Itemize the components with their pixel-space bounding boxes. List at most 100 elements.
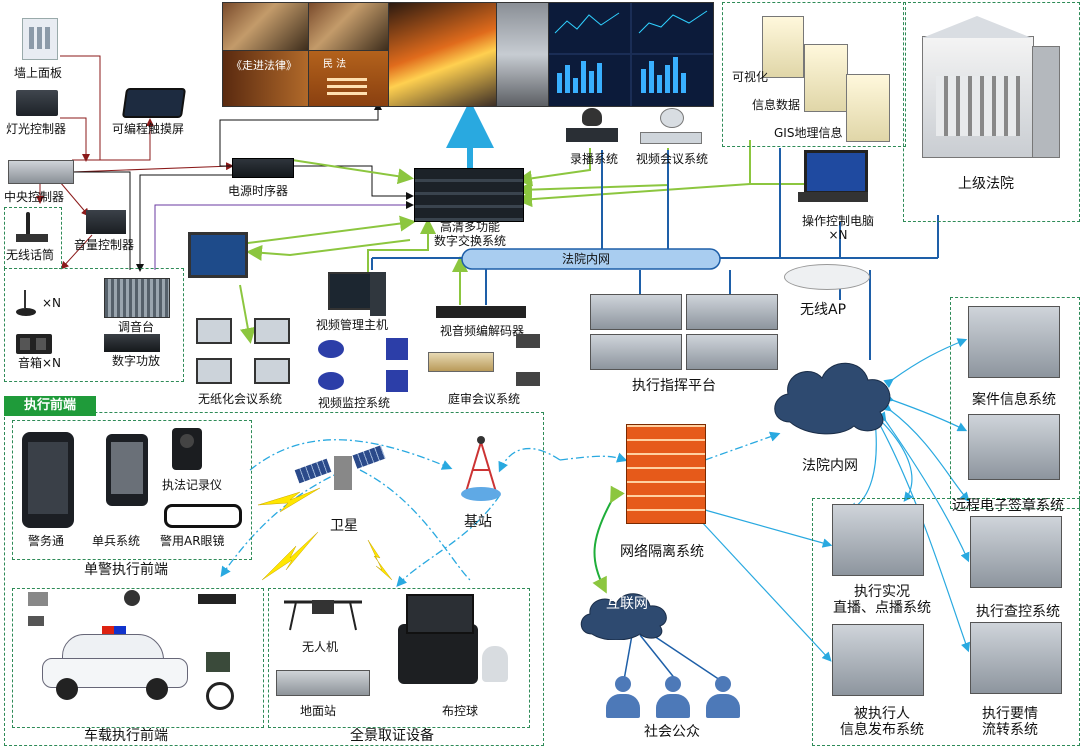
e-signature-label: 远程电子签章系统 (952, 498, 1064, 514)
audio-box (4, 268, 184, 382)
speaker-icon (16, 334, 52, 354)
single-police-box (12, 420, 252, 560)
live-server-icon (832, 504, 924, 576)
wireless-ap-label: 无线AP (800, 302, 847, 318)
matrix-switcher-icon (414, 168, 524, 222)
wall-panel-icon (22, 18, 58, 60)
recording-label: 录播系统 (570, 152, 619, 166)
visualization-label: 可视化 (732, 70, 769, 84)
video-mgmt-host-label: 视频管理主机 (316, 318, 389, 332)
data-sources-box (722, 2, 906, 147)
central-controller-icon (8, 160, 74, 184)
laptop-icon-4 (254, 358, 290, 384)
workflow-server-icon (970, 622, 1062, 694)
dome-camera-icon-1 (318, 340, 344, 358)
power-sequencer-label: 电源时序器 (228, 184, 289, 198)
firewall-label: 网络隔离系统 (620, 544, 704, 560)
inquiry-label: 执行查控系统 (976, 604, 1060, 620)
video-screen-fire (388, 2, 498, 107)
vehicle-accessory-icon-1 (28, 592, 48, 606)
wireless-links (220, 431, 781, 587)
touch-screen-icon (121, 88, 187, 118)
case-info-label: 案件信息系统 (972, 392, 1056, 408)
network-drops (371, 148, 939, 360)
public-label: 社会公众 (644, 724, 700, 740)
case-info-server-icon (968, 306, 1060, 378)
light-controller-label: 灯光控制器 (6, 122, 67, 136)
matrix-label: 高清多功能 数字交换系统 (433, 220, 506, 248)
video-screen-civil: 民 法 (308, 50, 390, 107)
gooseneck-mic-icon (16, 290, 36, 316)
info-data-label: 信息数据 (752, 98, 801, 112)
ar-glasses-label: 警用AR眼镜 (160, 534, 225, 548)
command-platform-label: 执行指挥平台 (632, 378, 716, 394)
front-end-tag: 执行前端 (4, 396, 96, 416)
ptz-camera-icon-1 (386, 338, 408, 360)
police-car-icon (42, 626, 188, 700)
debtor-info-label: 被执行人 信息发布系统 (840, 706, 924, 738)
operator-pc-label: 操作控制电脑 ×N (801, 214, 874, 242)
workflow-label: 执行要情 流转系统 (982, 706, 1038, 738)
paperless-label: 无纸化会议系统 (198, 392, 283, 406)
speakers-label: 音箱×N (18, 356, 62, 370)
ar-glasses-icon (164, 504, 242, 528)
single-soldier-label: 单兵系统 (92, 534, 141, 548)
firewall-internet-link (592, 485, 625, 594)
base-station-icon (461, 436, 501, 501)
wireless-mic-label: 无线话筒 (6, 248, 55, 262)
vehicle-accessory-icon-6 (206, 682, 234, 710)
laptop-icon-1 (196, 318, 232, 344)
video-mgmt-host-icon (328, 272, 386, 316)
signal-bolts (257, 487, 393, 581)
video-screen-court (222, 2, 310, 52)
court-conf-label: 庭审会议系统 (448, 392, 521, 406)
wireless-ap-icon (784, 264, 870, 290)
intranet-cloud-label: 法院内网 (802, 458, 858, 474)
court-intranet-bar (461, 248, 721, 270)
amplifier-label: 数字功放 (112, 354, 161, 368)
firewall-icon (626, 424, 706, 524)
vehicle-accessory-icon-4 (198, 594, 236, 604)
public-links (623, 631, 721, 681)
recording-camera-icon (566, 108, 618, 148)
court-conf-device-icon (428, 352, 494, 372)
command-server-icon-3 (590, 334, 682, 370)
ptz-camera-icon-2 (386, 370, 408, 392)
video-conf-label: 视频会议系统 (636, 152, 709, 166)
operator-laptop-icon (798, 150, 868, 206)
court-building-icon (922, 16, 1060, 158)
vehicle-group-label: 车载执行前端 (84, 728, 168, 744)
command-server-icon-1 (590, 294, 682, 330)
central-controller-label: 中央控制器 (4, 190, 65, 204)
ground-station-icon (276, 670, 370, 696)
server-icon-3 (846, 74, 890, 142)
satellite-icon (294, 445, 386, 500)
power-sequencer-icon (232, 158, 294, 178)
ground-station-label: 地面站 (300, 704, 337, 718)
user-icon-1 (606, 676, 640, 718)
police-phone-label: 警务通 (28, 534, 65, 548)
recorder-label: 执法记录仪 (162, 478, 223, 492)
server-icon-1 (762, 16, 804, 78)
drone-label: 无人机 (302, 640, 339, 654)
drone-icon (284, 600, 362, 631)
front-end-box (4, 412, 544, 746)
wireless-mic-icon (12, 212, 52, 242)
volume-controller-icon (86, 210, 126, 234)
video-slide-title-2: 民 法 (323, 59, 347, 70)
video-conf-camera-icon (640, 108, 702, 148)
panorama-group-label: 全景取证设备 (350, 728, 434, 744)
vehicle-accessory-icon-3 (124, 590, 140, 606)
mixer-label: 调音台 (118, 320, 155, 334)
codec-icon (436, 306, 526, 318)
intranet-cloud-icon (774, 362, 891, 435)
user-icon-3 (706, 676, 740, 718)
satellite-label: 卫星 (330, 518, 358, 534)
inquiry-server-icon (970, 516, 1062, 588)
av-codec-label: 视音频编解码器 (440, 324, 525, 338)
dome-label: 布控球 (442, 704, 479, 718)
superior-court-box (903, 2, 1080, 222)
superior-court-label: 上级法院 (958, 176, 1014, 192)
command-server-icon-2 (686, 294, 778, 330)
